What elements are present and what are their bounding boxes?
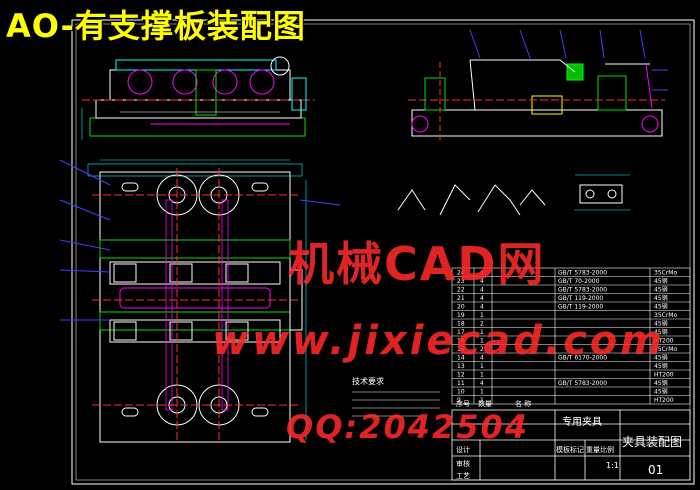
bom-cell-material: 45钢 xyxy=(654,362,668,370)
side-3: 工艺 xyxy=(456,472,470,480)
bom-header-qty: 数量 xyxy=(478,399,492,408)
bom-cell-material: 45钢 xyxy=(654,286,668,294)
side-view xyxy=(408,29,668,140)
bom-cell-qty: 2 xyxy=(480,321,484,328)
bom-cell-qty: 1 xyxy=(480,363,484,370)
meta-1: 模板标记 xyxy=(556,445,584,454)
notes-heading: 技术要求 xyxy=(352,376,384,386)
bom-cell-material: 35CrMo xyxy=(654,346,677,353)
bom-cell-qty: 4 xyxy=(480,295,484,302)
bom-cell-no: 19 xyxy=(457,312,465,319)
bom-cell-part: GB/T 5783-2000 xyxy=(558,287,607,294)
bom-cell-material: 35CrMo xyxy=(654,270,677,277)
bom-cell-material: 45钢 xyxy=(654,303,668,311)
bom-cell-no: 20 xyxy=(457,304,465,311)
bom-cell-qty: 4 xyxy=(480,287,484,294)
bom-cell-material: HT200 xyxy=(654,338,674,345)
bom-header-name: 名 称 xyxy=(515,399,531,408)
title-block xyxy=(451,409,691,481)
technical-notes: 技术要求 xyxy=(352,376,440,417)
bom-cell-part: GB/T 70-2000 xyxy=(558,278,600,285)
bom-cell-part: GB/T 6170-2000 xyxy=(558,355,607,362)
bom-cell-material: 45钢 xyxy=(654,294,668,302)
bom-cell-qty: 4 xyxy=(480,270,484,277)
side-2: 审核 xyxy=(456,459,470,468)
bom-cell-material: HT200 xyxy=(654,372,674,379)
drawing-inner-frame xyxy=(75,23,691,481)
detail-views xyxy=(397,174,630,216)
bom-cell-material: 45钢 xyxy=(654,328,668,336)
watermark-qq: QQ:2042504 xyxy=(286,408,530,446)
bom-cell-material: HT200 xyxy=(654,397,674,404)
bom-cell-no: 12 xyxy=(457,372,465,379)
bom-cell-qty: 1 xyxy=(480,372,484,379)
plan-view xyxy=(59,159,341,443)
watermark-site-name: 机械CAD网 xyxy=(288,237,546,291)
side-1: 设计 xyxy=(456,445,470,454)
title-block-text: 夹具装配图 01 1:1 专用夹具 模板标记 重量比例 设计 审核 工艺 序号 … xyxy=(456,399,682,480)
bom-cell-no: 11 xyxy=(457,380,465,387)
bom-cell-qty: 2 xyxy=(480,346,484,353)
bom-cell-material: 45钢 xyxy=(654,388,668,396)
bom-cell-no: 14 xyxy=(457,355,465,362)
bom-cell-no: 22 xyxy=(457,287,465,294)
bom-cell-no: 18 xyxy=(457,321,465,328)
bom-cell-part: GB/T 5783-2000 xyxy=(558,270,607,277)
bom-cell-qty: 1 xyxy=(480,329,484,336)
bom-cell-no: 24 xyxy=(457,270,465,277)
bom-header-no: 序号 xyxy=(456,399,470,408)
bom-cell-no: 13 xyxy=(457,363,465,370)
bom-cell-no: 15 xyxy=(457,346,465,353)
bom-cell-part: GB/T 119-2000 xyxy=(558,295,603,302)
bom-cell-qty: 1 xyxy=(480,312,484,319)
drawing-number: 01 xyxy=(648,463,663,477)
drawing-name: 夹具装配图 xyxy=(622,435,682,449)
bom-cell-no: 10 xyxy=(457,389,465,396)
bom-table xyxy=(451,267,691,405)
drawing-frame xyxy=(71,19,695,485)
bom-cell-no: 17 xyxy=(457,329,465,336)
bom-cell-no: 16 xyxy=(457,338,465,345)
bom-cell-material: 45钢 xyxy=(654,320,668,328)
front-view xyxy=(81,56,315,140)
bom-cell-qty: 4 xyxy=(480,304,484,311)
meta-2: 重量比例 xyxy=(586,445,614,454)
bom-cell-qty: 4 xyxy=(480,380,484,387)
bom-cell-qty: 4 xyxy=(480,355,484,362)
bom-cell-material: 45钢 xyxy=(654,379,668,387)
bom-cell-part: GB/T 119-2000 xyxy=(558,304,603,311)
bom-cell-no: 21 xyxy=(457,295,465,302)
bom-cell-qty: 1 xyxy=(480,397,484,404)
bom-cell-part: GB/T 5783-2000 xyxy=(558,380,607,387)
company-tag: 专用夹具 xyxy=(562,415,602,428)
bom-cell-material: 45钢 xyxy=(654,354,668,362)
watermark-url: www.jixiecad.com xyxy=(212,318,665,364)
bom-cell-qty: 1 xyxy=(480,389,484,396)
drawing-title: AO-有支撑板装配图 xyxy=(6,7,306,45)
bom-cell-qty: 4 xyxy=(480,278,484,285)
bom-cell-qty: 1 xyxy=(480,338,484,345)
drawing-scale: 1:1 xyxy=(606,461,619,470)
bom-cell-no: 23 xyxy=(457,278,465,285)
bom-cell-material: 35CrMo xyxy=(654,312,677,319)
bom-cell-no: 9 xyxy=(457,397,461,404)
bom-cell-material: 45钢 xyxy=(654,277,668,285)
